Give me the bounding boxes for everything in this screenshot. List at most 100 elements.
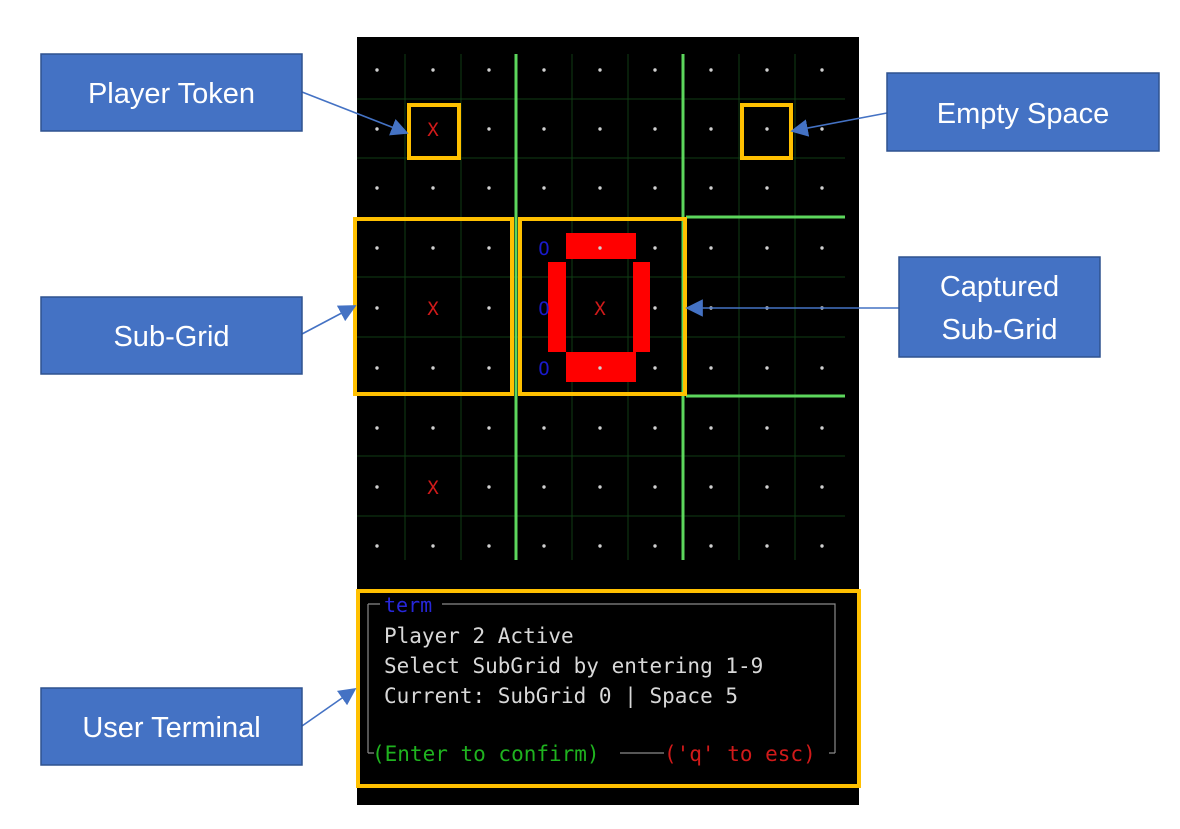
terminal-confirm-hint: (Enter to confirm): [372, 742, 600, 766]
empty-space-dot: [375, 426, 379, 430]
empty-space-dot: [598, 544, 602, 548]
callout-captured-sub-grid-line-1: Captured: [940, 271, 1059, 303]
capture-block: [548, 262, 566, 352]
empty-space-dot: [598, 366, 602, 370]
empty-space-dot: [487, 306, 491, 310]
callout-arrows: [301, 91, 899, 727]
empty-space-dot: [653, 366, 657, 370]
empty-space-dot: [709, 68, 713, 72]
callout-user-terminal-label: User Terminal: [82, 712, 260, 744]
empty-space-dot: [653, 246, 657, 250]
terminal-title: term: [384, 593, 432, 617]
empty-space-dot: [598, 186, 602, 190]
empty-space-dot: [431, 366, 435, 370]
user-terminal: term Player 2 Active Select SubGrid by e…: [367, 593, 836, 766]
empty-space-dot: [765, 127, 769, 131]
empty-space-dot: [709, 246, 713, 250]
callout-empty-space-label: Empty Space: [937, 98, 1109, 130]
user-terminal-arrow: [301, 687, 357, 727]
board-cells: X O X O X O X: [375, 68, 824, 548]
empty-space-dot: [487, 246, 491, 250]
empty-space-dot: [709, 544, 713, 548]
empty-space-dot: [375, 68, 379, 72]
empty-space-dot: [598, 246, 602, 250]
callout-player-token: Player Token: [40, 53, 303, 132]
terminal-screen: [357, 37, 859, 805]
terminal-line-1: Player 2 Active: [384, 624, 574, 648]
callout-captured-sub-grid-line-2: Sub-Grid: [941, 314, 1057, 346]
empty-space-dot: [709, 186, 713, 190]
empty-space-dot: [375, 544, 379, 548]
captured-o-mark: [548, 233, 650, 382]
empty-space-dot: [487, 426, 491, 430]
callout-sub-grid: Sub-Grid: [40, 296, 303, 375]
player-token-x: X: [427, 298, 439, 320]
empty-space-dot: [598, 68, 602, 72]
terminal-frame: [367, 603, 836, 754]
callout-user-terminal: User Terminal: [40, 687, 303, 766]
sub-grid-arrow: [301, 305, 357, 335]
empty-space-dot: [653, 544, 657, 548]
callout-player-token-label: Player Token: [88, 78, 255, 110]
empty-space-dot: [598, 426, 602, 430]
empty-space-dot: [820, 366, 824, 370]
player-token-highlight: [407, 103, 461, 160]
empty-space-dot: [542, 544, 546, 548]
empty-space-dot: [820, 485, 824, 489]
empty-space-dot: [542, 127, 546, 131]
empty-space-dot: [820, 246, 824, 250]
empty-space-dot: [375, 366, 379, 370]
empty-space-dot: [653, 68, 657, 72]
empty-space-dot: [487, 366, 491, 370]
player-token-o: O: [538, 358, 549, 380]
empty-space-dot: [820, 426, 824, 430]
empty-space-dot: [375, 186, 379, 190]
callout-empty-space: Empty Space: [886, 72, 1160, 152]
capture-block: [566, 233, 636, 259]
empty-space-dot: [653, 186, 657, 190]
callout-captured-sub-grid: Captured Sub-Grid: [898, 256, 1101, 358]
empty-space-dot: [431, 426, 435, 430]
player-token-x: X: [427, 119, 439, 141]
player-token-o: O: [538, 298, 549, 320]
empty-space-dot: [487, 68, 491, 72]
empty-space-dot: [765, 426, 769, 430]
empty-space-dot: [487, 544, 491, 548]
empty-space-dot: [542, 485, 546, 489]
player-token-x: X: [427, 477, 439, 499]
empty-space-dot: [820, 68, 824, 72]
terminal-line-2: Select SubGrid by entering 1-9: [384, 654, 763, 678]
empty-space-dot: [765, 485, 769, 489]
empty-space-dot: [598, 127, 602, 131]
empty-space-dot: [709, 366, 713, 370]
empty-space-dot: [598, 485, 602, 489]
empty-space-dot: [709, 127, 713, 131]
empty-space-dot: [375, 306, 379, 310]
empty-space-dot: [487, 186, 491, 190]
player-token-o: O: [538, 238, 549, 260]
player-token-arrow: [301, 91, 409, 136]
empty-space-dot: [709, 426, 713, 430]
empty-space-dot: [653, 485, 657, 489]
empty-space-dot: [375, 246, 379, 250]
captured-sub-grid-highlight: [518, 217, 687, 396]
empty-space-dot: [431, 68, 435, 72]
callout-sub-grid-label: Sub-Grid: [113, 321, 229, 353]
terminal-line-3: Current: SubGrid 0 | Space 5: [384, 684, 738, 709]
empty-space-dot: [431, 186, 435, 190]
empty-space-dot: [542, 68, 546, 72]
empty-space-dot: [709, 485, 713, 489]
player-token-x: X: [594, 298, 606, 320]
capture-block: [633, 262, 650, 352]
empty-space-dot: [820, 544, 824, 548]
empty-space-dot: [431, 246, 435, 250]
empty-space-dot: [820, 186, 824, 190]
empty-space-dot: [765, 186, 769, 190]
empty-space-arrow: [790, 112, 888, 137]
terminal-esc-hint: ('q' to esc): [664, 742, 816, 766]
empty-space-dot: [375, 485, 379, 489]
empty-space-dot: [820, 127, 824, 131]
empty-space-dot: [487, 485, 491, 489]
empty-space-dot: [542, 186, 546, 190]
